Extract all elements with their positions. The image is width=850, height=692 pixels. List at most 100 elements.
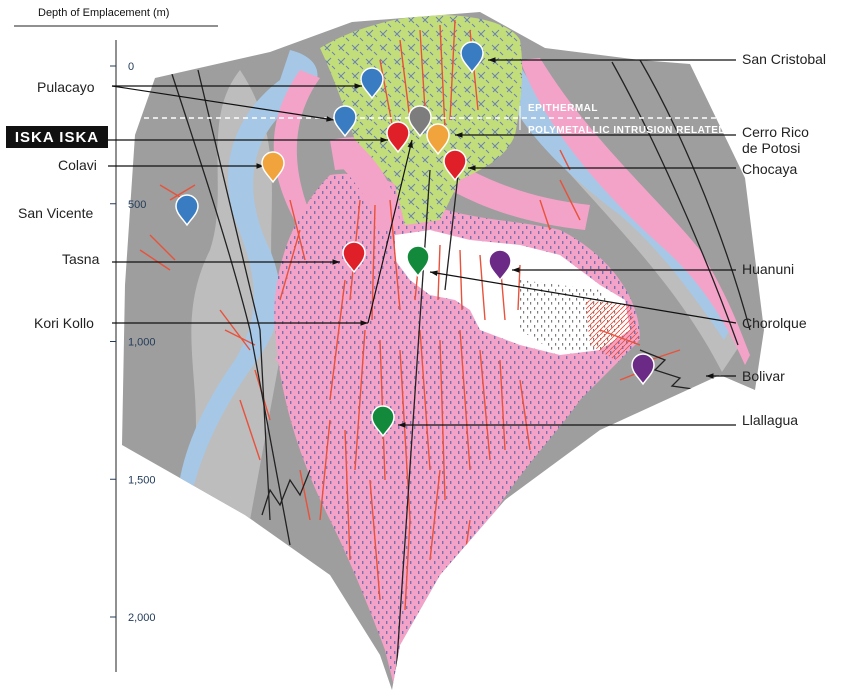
map-pin xyxy=(408,105,432,138)
deposit-labels-right: San Cristobal Cerro Rico de Potosi Choca… xyxy=(742,51,826,428)
marker-san-cristobal xyxy=(460,41,484,74)
label-llallagua: Llallagua xyxy=(742,412,798,428)
vein xyxy=(279,229,301,301)
vein xyxy=(169,184,196,201)
marker-bolivar xyxy=(631,353,655,386)
axis-tick-label: 2,000 xyxy=(128,612,156,624)
deposit-markers xyxy=(175,41,655,438)
vein xyxy=(599,329,641,346)
arrowhead xyxy=(512,267,520,273)
arrowhead xyxy=(430,270,438,276)
vein xyxy=(224,329,256,346)
arrowhead xyxy=(706,373,714,379)
label-huanuni: Huanuni xyxy=(742,261,794,277)
vein xyxy=(437,244,441,301)
iska-iska-highlight: ISKA ISKA xyxy=(6,126,108,148)
marker-pulacayo-upper xyxy=(360,67,384,100)
vein xyxy=(299,469,311,521)
arrowhead xyxy=(380,137,388,143)
vein xyxy=(139,249,171,271)
axis-tick-label: 1,500 xyxy=(128,474,156,486)
arrowhead xyxy=(398,422,406,428)
vein xyxy=(499,359,506,451)
axis-title: Depth of Emplacement (m) xyxy=(38,7,169,19)
vein xyxy=(404,519,411,611)
vein xyxy=(559,179,581,221)
vein xyxy=(459,329,471,471)
arrowhead xyxy=(468,165,476,171)
iska-iska-box xyxy=(6,126,108,148)
vein xyxy=(539,199,551,231)
vein xyxy=(429,469,441,561)
deposit-labels-left: Pulacayo Colavi San Vicente Tasna Kori K… xyxy=(18,79,100,331)
vein xyxy=(389,199,401,311)
marker-san-vicente xyxy=(175,194,199,227)
marker-chorolque xyxy=(406,245,430,278)
vein xyxy=(399,39,411,121)
axis-tick-label: 500 xyxy=(128,199,146,211)
vein xyxy=(559,149,571,171)
depth-axis: Depth of Emplacement (m) 0 500 1,000 1,500 2… xyxy=(14,7,218,672)
map-pin xyxy=(631,353,655,386)
axis-ticks: 0 500 1,000 1,500 2,000 xyxy=(110,61,156,624)
map-pin xyxy=(360,67,384,100)
vein xyxy=(344,429,351,561)
vein xyxy=(354,329,366,471)
vein xyxy=(369,479,381,601)
marker-chocaya xyxy=(443,149,467,182)
arrowhead xyxy=(360,320,368,326)
axis-tick-label: 1,000 xyxy=(128,337,156,349)
vein xyxy=(479,254,486,321)
vein xyxy=(517,264,521,311)
iska-iska-label: ISKA ISKA xyxy=(15,129,99,146)
map-pin xyxy=(406,245,430,278)
vein xyxy=(419,329,431,471)
leader-arrows xyxy=(108,57,737,428)
dome-pink-flank xyxy=(335,140,400,230)
map-pin xyxy=(426,123,450,156)
vein xyxy=(649,349,681,361)
map-pin xyxy=(443,149,467,182)
vein xyxy=(219,309,251,351)
vein xyxy=(479,349,491,461)
map-pin xyxy=(386,121,410,154)
marker-huanuni xyxy=(488,249,512,282)
marker-colavi xyxy=(261,151,285,184)
label-san-vicente: San Vicente xyxy=(18,205,93,221)
arrowhead xyxy=(488,57,496,63)
vein xyxy=(449,19,456,121)
marker-cerro-rico xyxy=(426,123,450,156)
marker-cerro-rico-red xyxy=(386,121,410,154)
marker-llallagua xyxy=(371,405,395,438)
vein xyxy=(519,379,531,451)
leader-line xyxy=(429,271,737,324)
stockwork-hatch xyxy=(585,300,640,360)
label-cerro-rico-line1: Cerro Rico xyxy=(742,124,809,140)
map-pin xyxy=(460,41,484,74)
label-colavi: Colavi xyxy=(58,157,97,173)
label-san-cristobal: San Cristobal xyxy=(742,51,826,67)
map-pin xyxy=(342,241,366,274)
vein xyxy=(459,249,463,311)
arrowhead xyxy=(407,140,413,148)
label-tasna: Tasna xyxy=(62,251,100,267)
map-pin xyxy=(175,194,199,227)
arrowhead xyxy=(455,132,463,138)
map-pin xyxy=(333,105,357,138)
vein xyxy=(439,339,446,501)
label-kori-kollo: Kori Kollo xyxy=(34,315,94,331)
marker-tasna xyxy=(342,241,366,274)
zone-label-upper: EPITHERMAL xyxy=(528,103,598,114)
vein xyxy=(319,419,331,521)
label-chorolque: Chorolque xyxy=(742,315,807,331)
label-cerro-rico-line2: de Potosi xyxy=(742,140,800,156)
vein xyxy=(329,279,346,401)
arrowhead xyxy=(326,116,334,122)
label-pulacayo: Pulacayo xyxy=(37,79,95,95)
axis-tick-label: 0 xyxy=(128,61,134,73)
vein xyxy=(289,199,306,261)
arrowhead xyxy=(332,259,340,265)
vein xyxy=(371,204,376,321)
vein xyxy=(419,29,426,111)
